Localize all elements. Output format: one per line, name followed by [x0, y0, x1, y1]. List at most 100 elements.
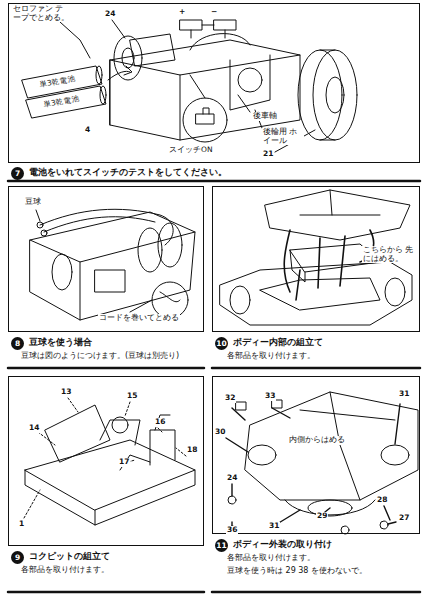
chassis-drawing [238, 68, 262, 92]
callout-number: 16 [154, 418, 166, 427]
chassis-drawing [110, 34, 357, 140]
switch-inset [196, 114, 214, 124]
step-note: 豆球は図のようにつけます。(豆球は別売り) [21, 351, 179, 360]
part-note: 後車軸 [252, 112, 278, 121]
part-note: コードを巻いてとめる [98, 314, 180, 323]
chassis-drawing [158, 223, 182, 267]
callout-number: 24 [104, 10, 116, 19]
cockpit-drawing [150, 415, 175, 465]
body-drawing [341, 526, 349, 534]
battery-icon [180, 20, 202, 30]
leader-line [272, 408, 290, 418]
body-drawing [265, 190, 410, 240]
step-number: 9 [11, 551, 24, 564]
part-note: スイッチON [168, 146, 214, 155]
part-note: 内側からはめる [288, 436, 346, 445]
battery [108, 71, 130, 80]
body-drawing [300, 190, 380, 215]
callout-number: 1 [18, 520, 25, 529]
callout-number: − [210, 8, 218, 17]
caption-bar [8, 180, 420, 183]
body-drawing [380, 521, 388, 529]
step-number: 8 [11, 337, 24, 350]
chassis-drawing [152, 282, 188, 318]
callout-number: 15 [126, 392, 138, 401]
caption-bar [8, 591, 204, 594]
chassis-drawing [110, 40, 300, 140]
body-drawing [385, 278, 405, 306]
battery-icon [214, 20, 236, 30]
leader-line [231, 484, 232, 496]
callout-number: + [178, 8, 186, 17]
step-number: 7 [11, 167, 24, 180]
assembly-line [284, 230, 290, 292]
battery [96, 66, 102, 84]
assembly-line [318, 238, 320, 288]
switch-inset [183, 75, 227, 142]
part-note: 単3乾電池 [42, 95, 82, 110]
body-drawing [248, 445, 276, 465]
step-title: 豆球を使う場合 [29, 337, 92, 347]
cockpit-drawing [45, 405, 110, 462]
leader-line [226, 438, 248, 452]
battery [22, 66, 132, 118]
body-drawing [228, 496, 236, 504]
switch-inset [190, 75, 205, 98]
caption-bar [8, 367, 204, 370]
leader-line [68, 398, 78, 412]
caption-bar [212, 367, 420, 370]
leader-line [24, 490, 40, 518]
callout-number: 24 [226, 474, 238, 483]
callout-number: 29 [316, 512, 328, 521]
callout-number: 21 [262, 150, 274, 159]
body-drawing [220, 262, 412, 325]
chassis-drawing [52, 254, 72, 290]
leader-line [384, 506, 390, 520]
assembly-line [284, 230, 373, 300]
battery-icon [191, 25, 225, 38]
callout-number: 4 [84, 126, 91, 135]
callout-number: 31 [398, 390, 410, 399]
battery [100, 86, 106, 104]
callout-number: 30 [214, 428, 226, 437]
callout-number: 36 [226, 526, 238, 535]
body-drawing [230, 286, 250, 314]
part-note: 単3乾電池 [38, 75, 78, 90]
leader-line [60, 22, 90, 58]
body-drawing [245, 392, 418, 500]
battery [124, 66, 132, 75]
chassis-drawing [130, 300, 152, 312]
chassis-drawing [313, 50, 357, 140]
leader-line [238, 95, 250, 112]
switch-inset [203, 108, 209, 114]
step-note: 各部品を取り付けます。 [227, 351, 315, 360]
chassis-drawing [160, 292, 180, 302]
leader-line [112, 20, 125, 38]
step-panel: 9コクピットの組立て各部品を取り付けます。 [8, 376, 204, 546]
step-number: 10 [215, 337, 228, 350]
body-drawing [290, 250, 305, 282]
chassis-drawing [95, 270, 125, 292]
callout-number: 28 [376, 496, 388, 505]
callout-number: 33 [264, 392, 276, 401]
step-number: 11 [215, 539, 228, 552]
chassis-drawing [320, 50, 335, 140]
leader-line [388, 522, 396, 524]
chassis-drawing [30, 209, 195, 320]
step-title: ボディー外装の取り付け [233, 539, 332, 549]
chassis-drawing [37, 222, 43, 228]
leader-line [60, 20, 315, 152]
chassis-drawing [36, 210, 40, 221]
caption-bar [212, 591, 420, 594]
leader-line [176, 448, 186, 456]
body-drawing [260, 278, 380, 310]
body-drawing [236, 402, 246, 410]
body-drawing [300, 392, 395, 500]
cockpit-drawing [112, 417, 128, 433]
switch-inset [183, 98, 227, 142]
leader-line [125, 402, 130, 416]
callout-number: 18 [186, 446, 198, 455]
chassis-drawing [230, 55, 270, 110]
chassis-drawing [122, 48, 134, 68]
